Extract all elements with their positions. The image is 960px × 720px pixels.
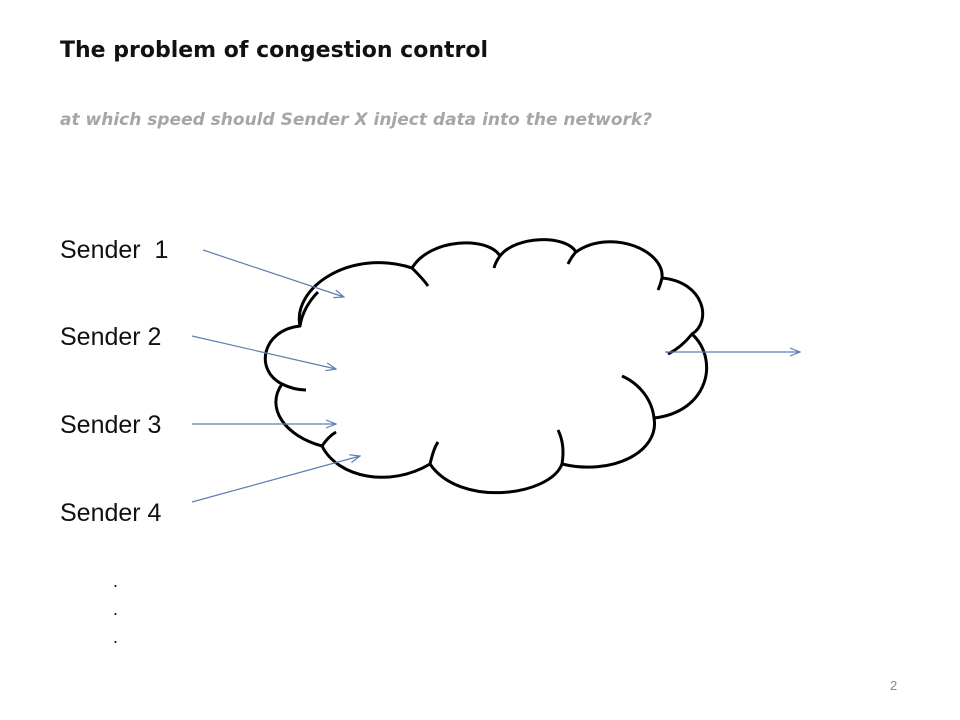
continuation-dot: .: [113, 627, 119, 647]
arrow-icon: [191, 456, 360, 503]
page-number: 2: [890, 678, 898, 693]
slide-subtitle: at which speed should Sender X inject da…: [60, 110, 653, 130]
cloud-lobe-line: [566, 250, 578, 265]
cloud-lobe-line: [320, 430, 337, 447]
continuation-dot: .: [113, 571, 119, 591]
cloud-lobe-line: [621, 374, 656, 419]
sender-2-label: Sender 2: [60, 323, 162, 351]
arrow-icon: [202, 249, 344, 297]
cloud-lobe-line: [410, 266, 430, 287]
cloud-lobe-line: [667, 333, 694, 356]
cloud-lobe-line: [556, 429, 565, 465]
network-cloud-outline: [263, 238, 708, 495]
sender-1-label: Sender 1: [60, 236, 169, 264]
continuation-dot: .: [113, 599, 119, 619]
sender-4-label: Sender 4: [60, 499, 162, 527]
cloud-lobe-line: [298, 290, 320, 327]
cloud-lobe-line: [656, 277, 664, 291]
sender-3-label: Sender 3: [60, 411, 162, 439]
cloud-icon: [263, 238, 708, 495]
arrow-icon: [191, 335, 336, 369]
cloud-lobe-line: [492, 255, 502, 269]
cloud-lobe-line: [281, 382, 307, 392]
slide-title: The problem of congestion control: [60, 38, 489, 63]
cloud-lobe-line: [428, 441, 440, 465]
